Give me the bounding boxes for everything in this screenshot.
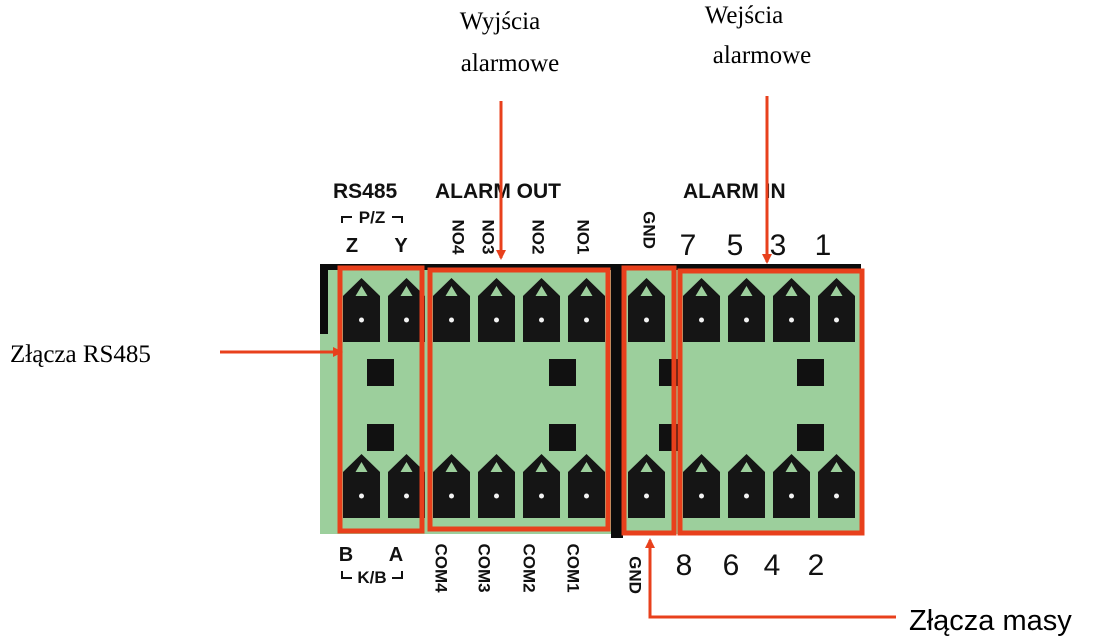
in-pin-4: 4 [764, 549, 781, 582]
rs485-callout: Złącza RS485 [10, 341, 151, 368]
kb-label: K/B [357, 568, 386, 587]
in-pin-6: 6 [723, 549, 740, 582]
rs485-title: RS485 [333, 180, 398, 203]
out-pin-no4: NO4 [449, 220, 468, 256]
square-hole [367, 424, 394, 451]
in-pin-1: 1 [815, 229, 832, 262]
in-pin-7: 7 [680, 229, 697, 262]
pz-label: P/Z [359, 208, 385, 227]
ground-callout: Złącza masy [909, 605, 1072, 637]
outputs-callout-line2: alarmowe [461, 50, 560, 77]
inputs-callout-line1: Wejścia [705, 2, 784, 29]
square-hole [797, 424, 824, 451]
in-pin-3: 3 [770, 229, 787, 262]
inputs-callout-line2: alarmowe [713, 42, 812, 69]
top-labels: RS485 ALARM OUT ALARM IN P/Z Z Y NO4 NO3… [333, 180, 831, 262]
square-hole [549, 359, 576, 386]
square-hole [367, 359, 394, 386]
com-pin-com3: COM3 [475, 543, 494, 592]
out-pin-no2: NO2 [529, 220, 548, 255]
alarm-out-title: ALARM OUT [435, 180, 561, 203]
square-hole [797, 359, 824, 386]
out-pin-no3: NO3 [479, 220, 498, 255]
outputs-callout-line1: Wyjścia [460, 8, 540, 35]
out-pin-no1: NO1 [574, 220, 593, 255]
com-pin-com2: COM2 [520, 543, 539, 592]
rs485-pin-top-2: Y [394, 235, 408, 257]
in-pin-8: 8 [676, 549, 693, 582]
bottom-labels: B A K/B COM4 COM3 COM2 COM1 GND 8 6 4 2 [339, 543, 825, 593]
gnd-top-label: GND [640, 211, 659, 249]
square-hole [549, 424, 576, 451]
rs485-pin-bottom-1: B [339, 544, 353, 566]
terminal-block-left-edge [320, 264, 328, 334]
in-pin-5: 5 [727, 229, 744, 262]
com-pin-com1: COM1 [564, 543, 583, 592]
gnd-bottom-label: GND [626, 556, 645, 594]
terminal-divider [611, 264, 623, 538]
rs485-pin-bottom-2: A [389, 544, 403, 566]
rs485-pin-top-1: Z [346, 235, 358, 257]
in-pin-2: 2 [808, 549, 825, 582]
alarm-in-title: ALARM IN [683, 180, 786, 203]
terminal-block [320, 264, 861, 538]
com-pin-com4: COM4 [432, 543, 451, 593]
